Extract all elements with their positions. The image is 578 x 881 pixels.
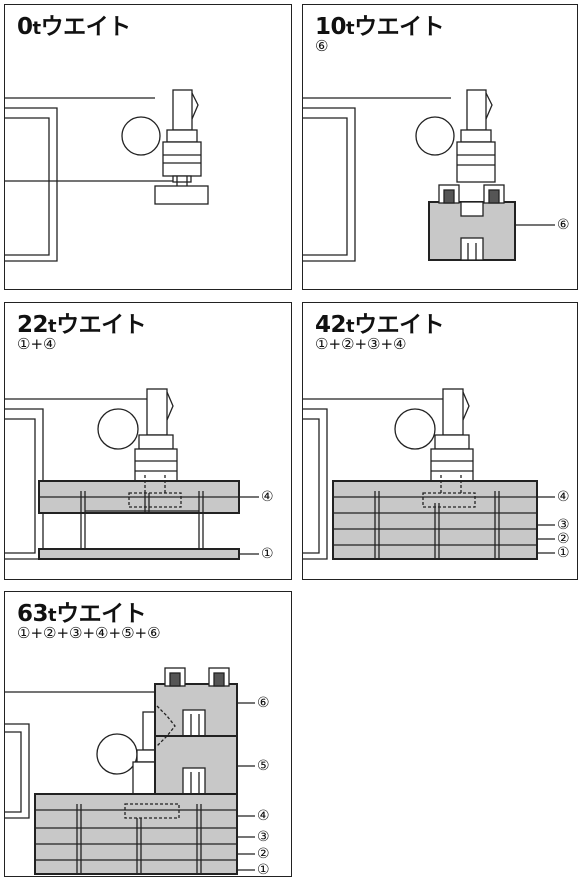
part-label: ⑥ [257,695,270,711]
panel-10t-weight: 10tウエイト ⑥ ⑥ [302,4,578,290]
panel-formula: ①+②+③+④+⑤+⑥ [17,624,161,642]
part-label: ③ [557,517,570,533]
part-label: ③ [257,829,270,845]
panel-22t-weight: 22tウエイト ①+④ [4,302,292,580]
part-label: ⑥ [557,217,570,233]
panel-42t-weight: 42tウエイト ①+②+③+④ [302,302,578,580]
crane-hook-diagram [5,388,259,560]
panel-63t-weight: 63tウエイト ①+②+③+④+⑤+⑥ [4,591,292,877]
crane-hook-diagram [303,388,555,560]
crane-hook-diagram [5,89,209,262]
panel-formula: ⑥ [315,37,329,55]
crane-hook-diagram [5,667,255,875]
panel-title: 0tウエイト [17,14,131,40]
crane-hook-diagram [303,89,555,262]
panel-title: 10tウエイト [315,14,445,40]
panel-formula: ①+②+③+④ [315,335,407,353]
part-label: ⑤ [257,758,270,774]
panel-formula: ①+④ [17,335,57,353]
panel-title: 22tウエイト [17,312,147,338]
part-label: ② [557,531,570,547]
part-label: ④ [557,489,570,505]
part-label: ① [257,862,270,877]
panel-title: 42tウエイト [315,312,445,338]
part-label: ① [557,545,570,561]
part-label: ④ [261,489,274,505]
part-label: ④ [257,808,270,824]
panel-0t-weight: 0tウエイト [4,4,292,290]
part-label: ① [261,546,274,562]
part-label: ② [257,846,270,862]
panel-title: 63tウエイト [17,601,147,627]
